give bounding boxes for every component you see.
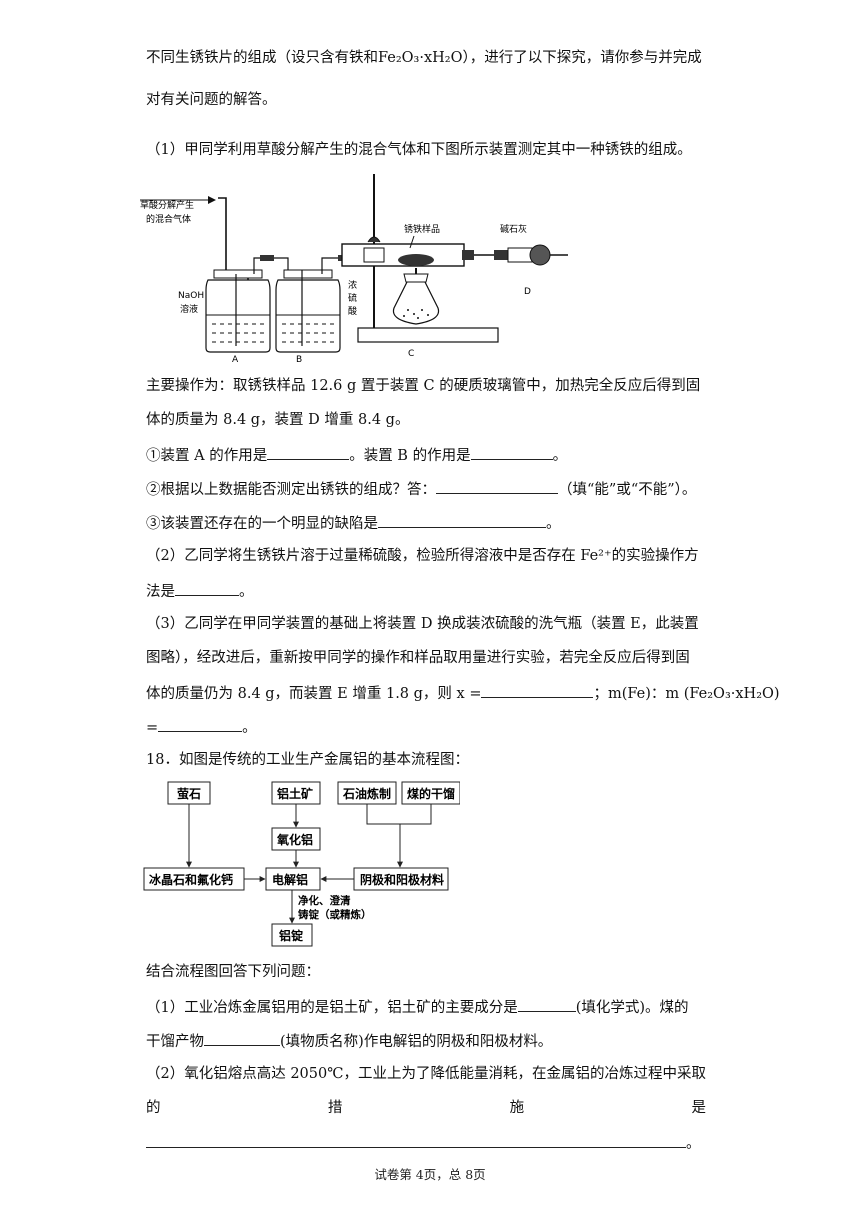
label-b: B xyxy=(296,355,302,362)
gas-label-2: 的混合气体 xyxy=(146,213,191,225)
sample-label: 锈铁样品 xyxy=(404,223,440,235)
flow-coal: 煤的干馏 xyxy=(407,786,455,801)
q1-sub-3: ③该装置还存在的一个明显的缺陷是。 xyxy=(146,512,561,534)
gas-label-1: 草酸分解产生 xyxy=(140,199,194,211)
q2-line-2: 法是。 xyxy=(146,580,254,602)
answer-blank-x[interactable] xyxy=(481,682,594,698)
flow-ingot: 铝锭 xyxy=(279,928,303,943)
bottle-a xyxy=(205,257,289,353)
page-footer: 试卷第 4页，总 8页 xyxy=(374,1167,486,1182)
label-a: A xyxy=(232,355,239,362)
q18-prompt: 结合流程图回答下列问题： xyxy=(146,964,320,980)
answer-blank-measure[interactable] xyxy=(146,1132,686,1148)
answer-blank-substance[interactable] xyxy=(204,1030,280,1046)
intro-line-1: 不同生锈铁片的组成（设只含有铁和Fe₂O₃·xH₂O），进行了以下探究，请你参与… xyxy=(146,50,702,66)
q18-title: 18．如图是传统的工业生产金属铝的基本流程图： xyxy=(146,752,469,768)
answer-blank-defect[interactable] xyxy=(378,512,546,528)
naoh-label-2: 溶液 xyxy=(180,303,198,315)
q1-sub-1: ①装置 A 的作用是。装置 B 的作用是。 xyxy=(146,444,567,466)
answer-blank-formula[interactable] xyxy=(517,996,576,1012)
naoh-label-1: NaOH xyxy=(178,291,204,301)
answer-blank-ratio[interactable] xyxy=(158,716,243,732)
q3-line-3: 体的质量仍为 8.4 g，而装置 E 增重 1.8 g，则 x =；m(Fe)：… xyxy=(146,682,780,704)
flow-electrodes: 阴极和阳极材料 xyxy=(360,872,444,887)
q18-part-1-line-1: （1）工业冶炼金属铝用的是铝土矿，铝土矿的主要成分是(填化学式)。煤的 xyxy=(146,996,689,1018)
apparatus-diagram: 草酸分解产生 的混合气体 NaOH 溶液 A xyxy=(140,174,568,362)
intro-line-2: 对有关问题的解答。 xyxy=(146,92,277,108)
answer-blank-b[interactable] xyxy=(470,444,553,460)
flow-step-1: 净化、澄清 xyxy=(298,894,351,907)
flow-alumina: 氧化铝 xyxy=(276,832,313,847)
q18-part-2-line-2: 的 措 施 是 xyxy=(146,1100,706,1116)
q18-part-2-line-1: （2）氧化铝熔点高达 2050℃，工业上为了降低能量消耗，在金属铝的冶炼过程中采… xyxy=(146,1066,706,1082)
flow-fluorite: 萤石 xyxy=(177,786,201,801)
q1-operation-1: 主要操作为：取锈铁样品 12.6 g 置于装置 C 的硬质玻璃管中，加热完全反应… xyxy=(146,378,701,394)
q3-line-1: （3）乙同学在甲同学装置的基础上将装置 D 换成装浓硫酸的洗气瓶（装置 E，此装… xyxy=(146,616,699,632)
q18-part-2-line-3: 。 xyxy=(146,1132,701,1154)
q18-part-1-line-2: 干馏产物(填物质名称)作电解铝的阴极和阳极材料。 xyxy=(146,1030,552,1052)
label-c: C xyxy=(408,349,414,359)
flow-step-2: 铸锭（或精炼） xyxy=(298,908,372,921)
acid-label-3: 酸 xyxy=(348,306,357,317)
q1-stem: （1）甲同学利用草酸分解产生的混合气体和下图所示装置测定其中一种锈铁的组成。 xyxy=(146,142,692,158)
q1-operation-2: 体的质量为 8.4 g，装置 D 增重 8.4 g。 xyxy=(146,412,410,428)
flow-petroleum: 石油炼制 xyxy=(342,786,391,801)
q2-line-1: （2）乙同学将生锈铁片溶于过量稀硫酸，检验所得溶液中是否存在 Fe²⁺的实验操作… xyxy=(146,548,699,564)
acid-label-2: 硫 xyxy=(348,292,357,304)
flow-electrolysis: 电解铝 xyxy=(272,872,308,887)
answer-blank-a[interactable] xyxy=(267,444,350,460)
aluminum-flow-diagram: 萤石 铝土矿 石油炼制 煤的干馏 氧化铝 冰晶石和氟化钙 电解铝 阴极和阳极材料… xyxy=(143,781,460,947)
q1-sub-2: ②根据以上数据能否测定出锈铁的组成？答：（填“能”或“不能”）。 xyxy=(146,478,696,500)
flow-bauxite: 铝土矿 xyxy=(277,786,313,801)
alcohol-lamp xyxy=(392,268,440,325)
bottle-b xyxy=(275,257,353,353)
q3-line-2: 图略），经改进后，重新按甲同学的操作和样品取用量进行实验，若完全反应后得到固 xyxy=(146,650,690,666)
label-d: D xyxy=(524,287,531,297)
flow-cryolite: 冰晶石和氟化钙 xyxy=(149,872,233,887)
acid-label-1: 浓 xyxy=(348,280,357,291)
soda-lime-label: 碱石灰 xyxy=(500,223,527,235)
answer-blank-can[interactable] xyxy=(436,478,558,494)
answer-blank-method[interactable] xyxy=(175,580,239,596)
q3-line-4: =。 xyxy=(146,716,257,738)
